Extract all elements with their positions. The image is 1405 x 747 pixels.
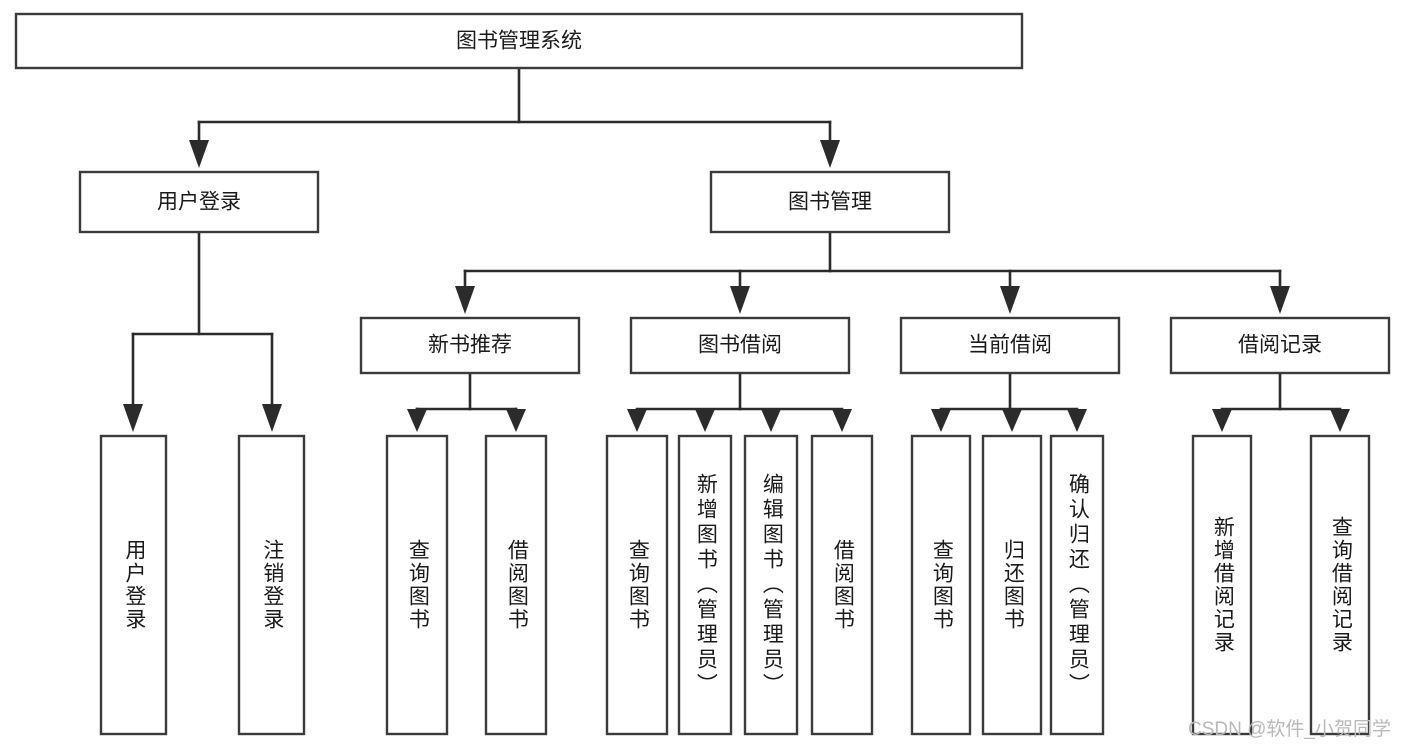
node-box-user-login[interactable]	[78, 170, 320, 234]
node-label-book-manage: 图书管理	[788, 191, 872, 214]
node-label-root: 图书管理系统	[456, 30, 582, 53]
arrowhead-new-book-recommend	[455, 286, 475, 314]
node-box-borrow-record[interactable]	[1169, 316, 1391, 375]
arrowhead-leaf-user-login	[123, 404, 143, 432]
node-box-leaf-add-record[interactable]	[1191, 434, 1253, 736]
node-box-leaf-add-book[interactable]	[677, 434, 733, 736]
node-box-leaf-query-book-borrow[interactable]	[605, 434, 669, 736]
node-box-leaf-user-login[interactable]	[99, 434, 168, 736]
node-label-book-borrow: 图书借阅	[698, 334, 782, 357]
node-box-book-borrow[interactable]	[629, 316, 851, 375]
node-label-current-borrow: 当前借阅	[968, 334, 1052, 357]
node-label-user-login: 用户登录	[157, 191, 241, 214]
node-box-leaf-return-book[interactable]	[981, 434, 1043, 736]
arrowhead-leaf-edit-book	[761, 409, 781, 432]
arrowhead-leaf-query-book-borrow	[627, 409, 647, 432]
arrowhead-leaf-borrow-book-rec	[506, 409, 526, 432]
csdn-watermark: CSDN @软件_小贺同学	[1188, 719, 1391, 740]
arrowhead-leaf-add-book	[695, 409, 715, 432]
node-box-new-book-recommend[interactable]	[359, 316, 581, 375]
arrowhead-book-manage	[820, 140, 840, 168]
arrowhead-leaf-borrow-book	[832, 409, 852, 432]
arrowhead-leaf-confirm-return	[1067, 409, 1087, 432]
node-box-leaf-edit-book[interactable]	[743, 434, 799, 736]
arrowhead-borrow-record	[1270, 286, 1290, 314]
arrowhead-book-borrow	[730, 286, 750, 314]
node-box-leaf-borrow-book-rec[interactable]	[484, 434, 548, 736]
node-label-new-book-recommend: 新书推荐	[428, 334, 512, 357]
node-box-leaf-query-book-rec[interactable]	[385, 434, 449, 736]
arrowhead-current-borrow	[1000, 286, 1020, 314]
node-box-book-manage[interactable]	[709, 170, 951, 234]
node-layer: 图书管理系统 用户登录 图书管理 新书推荐 图书借阅 当前借阅 借阅记录	[14, 12, 1391, 736]
arrowhead-leaf-add-record	[1212, 409, 1232, 432]
arrowhead-leaf-query-book-rec	[407, 409, 427, 432]
node-box-current-borrow[interactable]	[899, 316, 1121, 375]
connector-layer	[123, 66, 1350, 432]
arrowhead-leaf-logout	[262, 404, 282, 432]
arrowhead-leaf-query-record	[1330, 409, 1350, 432]
arrowhead-leaf-return-book	[1002, 409, 1022, 432]
arrowhead-user-login	[189, 140, 209, 168]
node-box-leaf-borrow-book[interactable]	[810, 434, 874, 736]
node-box-root[interactable]	[14, 12, 1024, 70]
arrowhead-leaf-query-book-current	[931, 409, 951, 432]
node-box-leaf-confirm-return[interactable]	[1049, 434, 1105, 736]
node-box-leaf-query-record[interactable]	[1309, 434, 1371, 736]
node-box-leaf-logout[interactable]	[237, 434, 306, 736]
node-box-leaf-query-book-current[interactable]	[910, 434, 972, 736]
node-label-borrow-record: 借阅记录	[1238, 334, 1322, 357]
